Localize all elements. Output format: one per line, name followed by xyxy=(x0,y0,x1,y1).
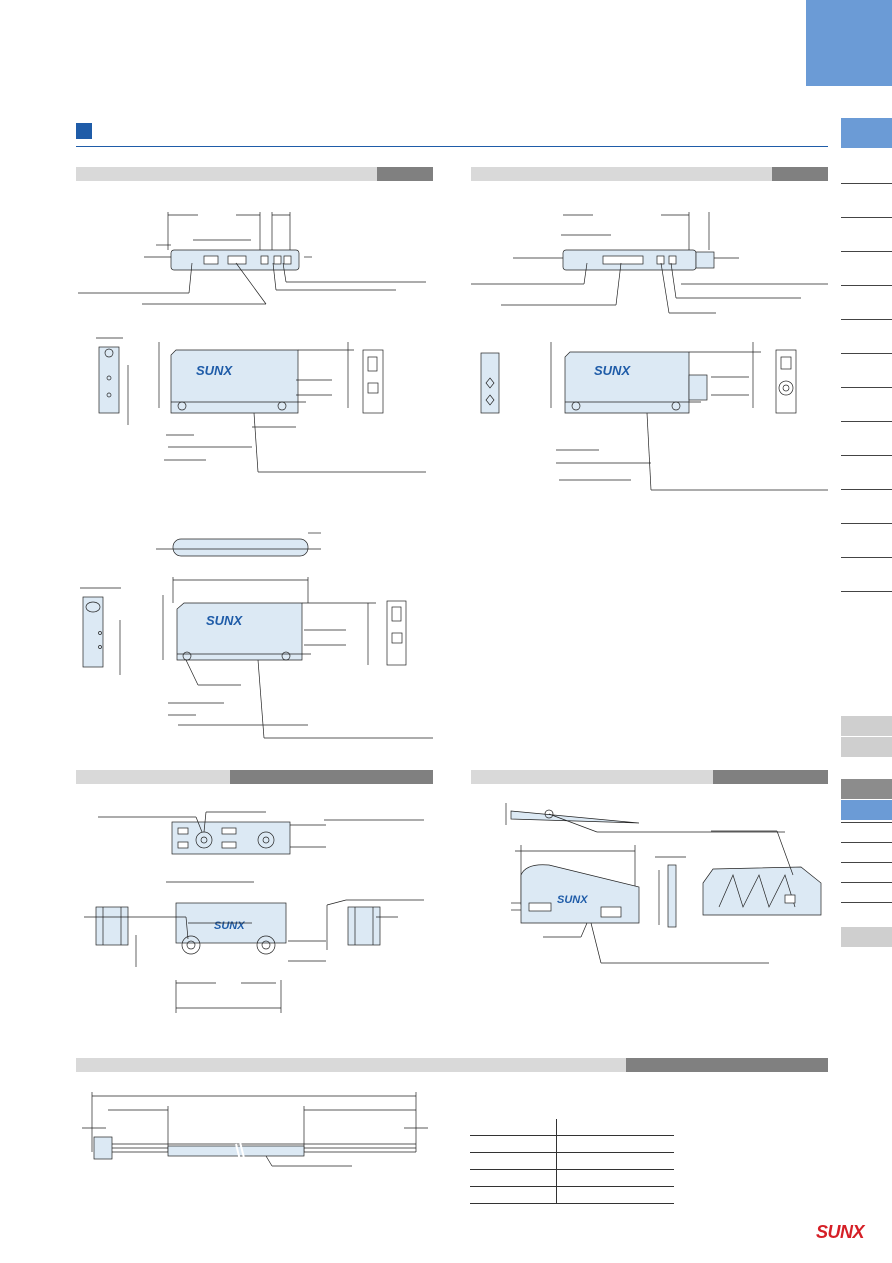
side-index-divider xyxy=(841,387,892,388)
side-index-divider xyxy=(841,285,892,286)
side-index-divider xyxy=(841,455,892,456)
table-row xyxy=(470,1169,674,1187)
section-bar-cable xyxy=(76,1058,828,1072)
side-index-gray-tab[interactable] xyxy=(841,737,892,757)
side-index-divider xyxy=(841,183,892,184)
brand-label: SUNX xyxy=(196,363,233,378)
side-index-divider xyxy=(841,822,892,823)
side-index-divider xyxy=(841,319,892,320)
side-index-divider xyxy=(841,353,892,354)
side-index-divider xyxy=(841,217,892,218)
side-index-dark-tab[interactable] xyxy=(841,779,892,799)
brand-logo: SUNX xyxy=(815,1222,865,1242)
table-row xyxy=(470,1186,674,1204)
drawing-mount: SUNX xyxy=(471,795,828,965)
side-index-gray-tab[interactable] xyxy=(841,927,892,947)
side-index-divider xyxy=(841,489,892,490)
heading-marker xyxy=(76,123,92,139)
brand-label: SUNX xyxy=(557,894,588,906)
side-index-divider xyxy=(841,862,892,863)
section-bar-amplifier-a xyxy=(76,167,433,181)
chapter-tab-block xyxy=(806,0,892,86)
side-index-divider xyxy=(841,902,892,903)
side-index-divider xyxy=(841,251,892,252)
side-index-divider xyxy=(841,842,892,843)
drawing-amplifier-b: SUNX xyxy=(471,195,828,495)
drawing-amplifier-a: SUNX xyxy=(76,195,433,485)
side-index-divider xyxy=(841,557,892,558)
side-index-blue-tab[interactable] xyxy=(841,800,892,820)
side-index-gray-tab[interactable] xyxy=(841,716,892,736)
table-row xyxy=(470,1152,674,1170)
drawing-bracket: SUNX xyxy=(76,795,433,1025)
table-row xyxy=(470,1135,674,1153)
drawing-amplifier-c: SUNX xyxy=(76,525,433,745)
side-index-divider xyxy=(841,523,892,524)
drawing-cable xyxy=(76,1082,433,1182)
side-index-divider xyxy=(841,591,892,592)
section-bar-mount xyxy=(471,770,828,784)
side-index-divider xyxy=(841,421,892,422)
heading-rule xyxy=(76,146,828,147)
side-index-divider xyxy=(841,882,892,883)
brand-label: SUNX xyxy=(214,920,245,932)
table-row xyxy=(470,1119,674,1136)
specification-table xyxy=(470,1119,674,1204)
brand-label: SUNX xyxy=(206,613,243,628)
brand-label: SUNX xyxy=(594,363,631,378)
section-bar-bracket xyxy=(76,770,433,784)
side-index-active-tab[interactable] xyxy=(841,118,892,148)
section-bar-amplifier-b xyxy=(471,167,828,181)
